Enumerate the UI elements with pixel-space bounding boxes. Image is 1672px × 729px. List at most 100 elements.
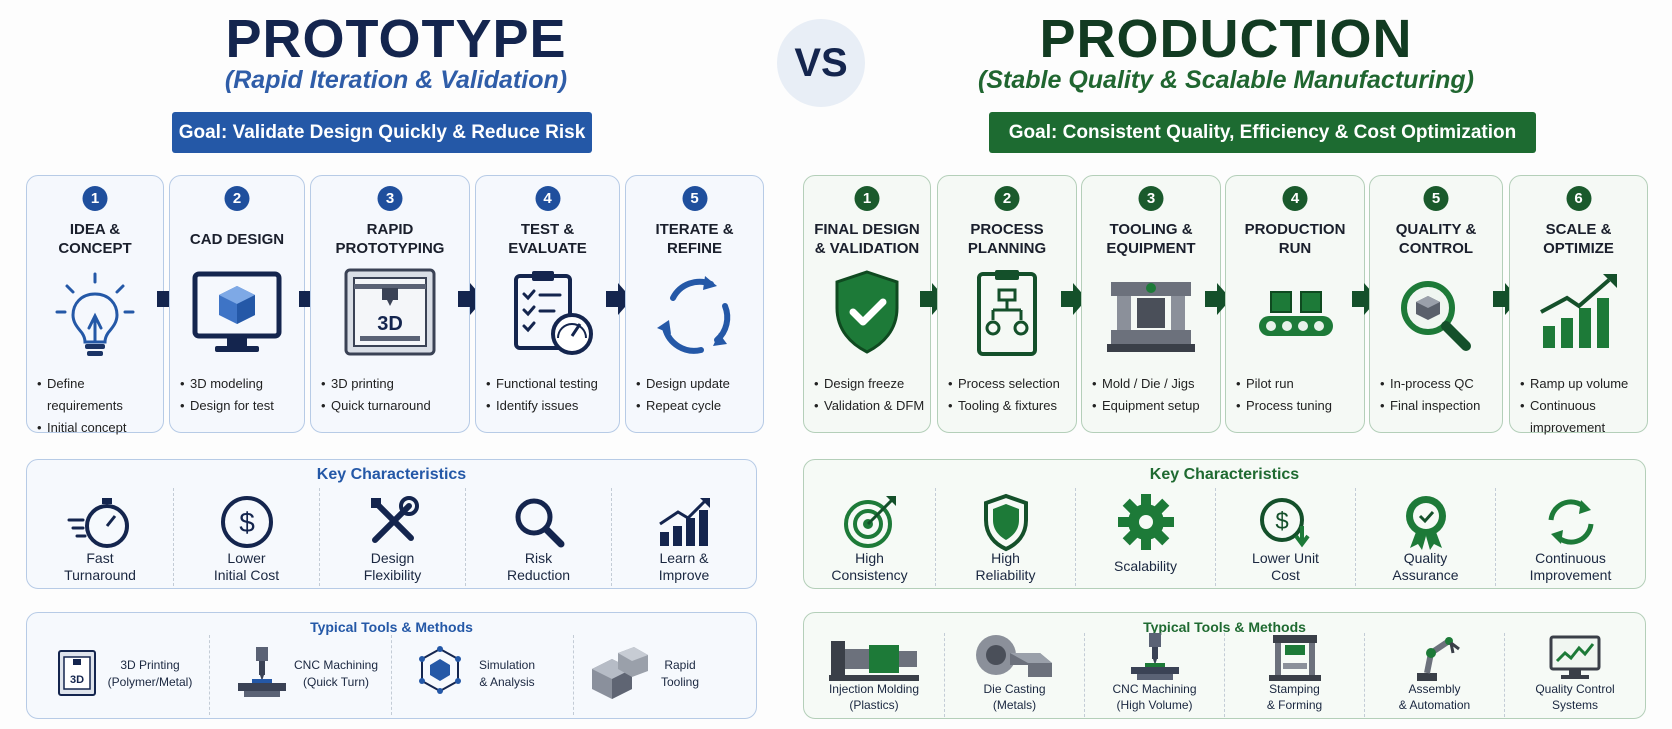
- step-bullets: Design update Repeat cycle: [636, 373, 759, 417]
- conveyor-icon: [1259, 291, 1333, 336]
- step-number-badge: 6: [1566, 186, 1591, 211]
- step-bullets: 3D modeling Design for test: [180, 373, 300, 417]
- step-title: TEST & EVALUATE: [508, 221, 587, 257]
- tool-item: 3D 3D Printing (Polymer/Metal): [27, 635, 209, 715]
- production-tools-methods: Typical Tools & Methods Injection Moldin…: [803, 612, 1646, 719]
- magnifier-cube-icon: [1401, 281, 1471, 351]
- prototype-step-2: 2 CAD DESIGN 3D modeling Design for test: [169, 175, 305, 433]
- tool-item: Simulation & Analysis: [391, 635, 573, 715]
- growth-chart-icon: [659, 498, 710, 546]
- characteristic-item: $ Lower Initial Cost: [173, 488, 319, 586]
- production-step-6: 6 SCALE & OPTIMIZE Ramp up volume Contin…: [1509, 175, 1648, 435]
- magnifier-icon: [515, 498, 564, 548]
- panel-title: Typical Tools & Methods: [1143, 619, 1306, 635]
- step-bullets: Ramp up volume Continuous improvement: [1520, 373, 1643, 439]
- prototype-goal-banner: Goal: Validate Design Quickly & Reduce R…: [172, 112, 592, 153]
- stamping-press-icon: [1268, 635, 1321, 681]
- cycle-arrows-icon: [656, 276, 730, 354]
- step-title: QUALITY & CONTROL: [1395, 221, 1477, 257]
- step-number-badge: 2: [224, 186, 250, 211]
- monitor-cube-icon: [192, 271, 282, 352]
- step-title: RAPID PROTOTYPING: [335, 221, 445, 257]
- step-number-badge: 4: [1282, 186, 1308, 211]
- svg-text:$: $: [239, 507, 255, 538]
- step-bullets: Define requirements Initial concept: [37, 373, 159, 439]
- mold-tooling-icon: [1107, 282, 1195, 352]
- svg-text:$: $: [1275, 508, 1288, 535]
- step-title: TOOLING & EQUIPMENT: [1106, 221, 1196, 257]
- step-number-badge: 1: [82, 186, 108, 211]
- tool-item: Injection Molding (Plastics): [804, 633, 944, 717]
- production-step-2: 2 PROCESS PLANNING Process selection Too…: [937, 175, 1077, 433]
- step-title: PRODUCTION RUN: [1244, 221, 1346, 257]
- step-title: PROCESS PLANNING: [967, 221, 1047, 257]
- vs-badge: VS: [777, 19, 865, 107]
- characteristic-item: Quality Assurance: [1355, 488, 1495, 586]
- 3d-printer-icon: 3D: [344, 268, 436, 356]
- prototype-title: PROTOTYPE: [225, 9, 567, 69]
- prototype-key-characteristics: Key Characteristics Fast Turnaround $ Lo…: [26, 459, 757, 589]
- tools-icon: [370, 496, 419, 543]
- simulation-cube-icon: [419, 646, 461, 694]
- refresh-icon: [1548, 499, 1593, 545]
- tool-item: CNC Machining (Quick Turn): [209, 635, 391, 715]
- flow-arrow-icon: [606, 283, 632, 315]
- svg-text:3D: 3D: [377, 313, 403, 335]
- characteristic-item: Fast Turnaround: [27, 488, 173, 586]
- step-title: ITERATE & REFINE: [655, 221, 734, 257]
- lightbulb-icon: [55, 272, 135, 356]
- step-title: IDEA & CONCEPT: [58, 221, 132, 257]
- step-bullets: Pilot run Process tuning: [1236, 373, 1360, 417]
- panel-title: Typical Tools & Methods: [310, 619, 473, 635]
- svg-text:3D: 3D: [70, 674, 84, 686]
- panel-title: Key Characteristics: [1149, 466, 1300, 483]
- flow-arrow-icon: [920, 283, 946, 315]
- step-number-badge: 1: [854, 186, 880, 211]
- flow-arrow-icon: [1352, 283, 1378, 315]
- step-number-badge: 2: [994, 186, 1020, 211]
- characteristic-item: Design Flexibility: [319, 488, 465, 586]
- step-bullets: Mold / Die / Jigs Equipment setup: [1092, 373, 1216, 417]
- rapid-tooling-icon: [592, 647, 648, 699]
- prototype-step-5: 5 ITERATE & REFINE Design update Repeat …: [625, 175, 764, 433]
- step-bullets: 3D printing Quick turnaround: [321, 373, 465, 417]
- step-bullets: In-process QC Final inspection: [1380, 373, 1498, 417]
- prototype-step-1: 1 IDEA & CONCEPT Define requirements Ini…: [26, 175, 164, 439]
- tool-item: Assembly & Automation: [1364, 633, 1504, 717]
- stopwatch-icon: [67, 498, 129, 548]
- step-title: FINAL DESIGN & VALIDATION: [814, 221, 920, 257]
- flow-arrow-icon: [1493, 283, 1519, 315]
- cnc-machine-icon: [238, 647, 286, 697]
- dollar-coin-icon: $: [220, 496, 273, 548]
- flow-arrow-icon: [1205, 283, 1231, 315]
- prototype-subtitle: (Rapid Iteration & Validation): [224, 66, 568, 94]
- prototype-step-4: 4 TEST & EVALUATE Functional testing Ide…: [475, 175, 620, 433]
- robot-arm-icon: [1416, 637, 1460, 681]
- characteristic-item: High Reliability: [935, 488, 1075, 586]
- panel-title: Key Characteristics: [316, 466, 467, 483]
- tool-item: Rapid Tooling: [573, 635, 756, 715]
- step-number-badge: 3: [377, 186, 403, 211]
- prototype-tools-methods: Typical Tools & Methods 3D 3D Printing (…: [26, 612, 757, 719]
- tool-item: Stamping & Forming: [1224, 633, 1364, 717]
- step-bullets: Process selection Tooling & fixtures: [948, 373, 1072, 417]
- dollar-down-icon: $: [1259, 498, 1310, 548]
- characteristic-item: $ Lower Unit Cost: [1215, 488, 1355, 586]
- step-number-badge: 3: [1138, 186, 1164, 211]
- shield-check-icon: [835, 270, 899, 354]
- tool-item: Quality Control Systems: [1504, 633, 1645, 717]
- gear-icon: [1117, 494, 1174, 550]
- qc-monitor-icon: [1549, 635, 1601, 679]
- step-bullets: Design freeze Validation & DFM: [814, 373, 926, 417]
- step-number-badge: 5: [682, 186, 707, 211]
- prototype-step-3: 3 RAPID PROTOTYPING 3D 3D printing Quick…: [310, 175, 470, 433]
- flow-arrow-icon: [1061, 283, 1087, 315]
- injection-molding-icon: [829, 641, 919, 681]
- target-icon: [843, 496, 896, 548]
- production-step-4: 4 PRODUCTION RUN Pilot run Process tunin…: [1225, 175, 1365, 433]
- characteristic-item: Risk Reduction: [465, 488, 611, 586]
- characteristic-item: High Consistency: [804, 488, 935, 586]
- step-bullets: Functional testing Identify issues: [486, 373, 615, 417]
- 3d-printer-small-icon: 3D: [58, 650, 96, 696]
- production-title: PRODUCTION: [1039, 9, 1413, 69]
